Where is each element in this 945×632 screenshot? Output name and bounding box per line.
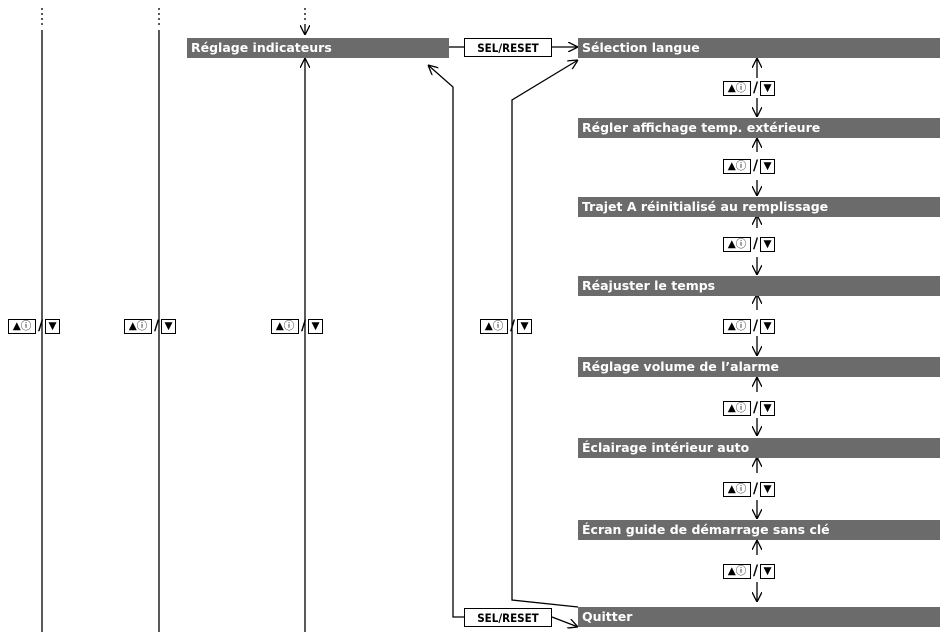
slash-separator: / (752, 318, 759, 334)
up-info-icon[interactable]: ▲ⓘ (124, 318, 152, 334)
scroll-arrows: ▲ⓘ / ▼ (723, 481, 775, 497)
up-info-icon[interactable]: ▲ⓘ (480, 318, 508, 334)
scroll-arrows: ▲ⓘ / ▼ (8, 318, 60, 334)
slash-separator: / (300, 318, 307, 334)
scroll-arrows: ▲ⓘ / ▼ (723, 158, 775, 174)
scroll-arrows: ▲ⓘ / ▼ (723, 80, 775, 96)
down-arrow-icon[interactable]: ▼ (760, 481, 775, 497)
down-arrow-icon[interactable]: ▼ (517, 318, 532, 334)
down-arrow-icon[interactable]: ▼ (760, 236, 775, 252)
up-info-icon[interactable]: ▲ⓘ (723, 400, 751, 416)
down-arrow-icon[interactable]: ▼ (308, 318, 323, 334)
menu-item-keyless-guide[interactable]: Écran guide de démarrage sans clé (578, 520, 940, 540)
scroll-arrows: ▲ⓘ / ▼ (480, 318, 532, 334)
slash-separator: / (752, 158, 759, 174)
scroll-arrows: ▲ⓘ / ▼ (723, 563, 775, 579)
down-arrow-icon[interactable]: ▼ (760, 318, 775, 334)
sel-reset-button[interactable]: SEL/RESET (464, 608, 552, 627)
menu-item-adjust-time[interactable]: Réajuster le temps (578, 276, 940, 296)
sel-reset-button[interactable]: SEL/RESET (464, 38, 552, 57)
down-arrow-icon[interactable]: ▼ (45, 318, 60, 334)
menu-item-outside-temp[interactable]: Régler affichage temp. extérieure (578, 118, 940, 138)
down-arrow-icon[interactable]: ▼ (760, 563, 775, 579)
menu-title: Réglage indicateurs (187, 38, 449, 58)
down-arrow-icon[interactable]: ▼ (760, 80, 775, 96)
up-info-icon[interactable]: ▲ⓘ (723, 158, 751, 174)
up-info-icon[interactable]: ▲ⓘ (723, 318, 751, 334)
menu-item-language[interactable]: Sélection langue (578, 38, 940, 58)
menu-item-alarm-volume[interactable]: Réglage volume de l’alarme (578, 357, 940, 377)
slash-separator: / (37, 318, 44, 334)
slash-separator: / (752, 236, 759, 252)
slash-separator: / (752, 481, 759, 497)
menu-item-quit[interactable]: Quitter (578, 607, 940, 627)
slash-separator: / (752, 563, 759, 579)
slash-separator: / (752, 80, 759, 96)
slash-separator: / (752, 400, 759, 416)
scroll-arrows: ▲ⓘ / ▼ (124, 318, 176, 334)
up-info-icon[interactable]: ▲ⓘ (723, 563, 751, 579)
up-info-icon[interactable]: ▲ⓘ (723, 80, 751, 96)
up-info-icon[interactable]: ▲ⓘ (723, 236, 751, 252)
up-info-icon[interactable]: ▲ⓘ (271, 318, 299, 334)
scroll-arrows: ▲ⓘ / ▼ (723, 236, 775, 252)
menu-item-trip-a-reset[interactable]: Trajet A réinitialisé au remplissage (578, 197, 940, 217)
up-info-icon[interactable]: ▲ⓘ (8, 318, 36, 334)
menu-item-interior-light[interactable]: Éclairage intérieur auto (578, 438, 940, 458)
down-arrow-icon[interactable]: ▼ (161, 318, 176, 334)
down-arrow-icon[interactable]: ▼ (760, 158, 775, 174)
scroll-arrows: ▲ⓘ / ▼ (723, 400, 775, 416)
down-arrow-icon[interactable]: ▼ (760, 400, 775, 416)
up-info-icon[interactable]: ▲ⓘ (723, 481, 751, 497)
slash-separator: / (153, 318, 160, 334)
slash-separator: / (509, 318, 516, 334)
scroll-arrows: ▲ⓘ / ▼ (271, 318, 323, 334)
scroll-arrows: ▲ⓘ / ▼ (723, 318, 775, 334)
